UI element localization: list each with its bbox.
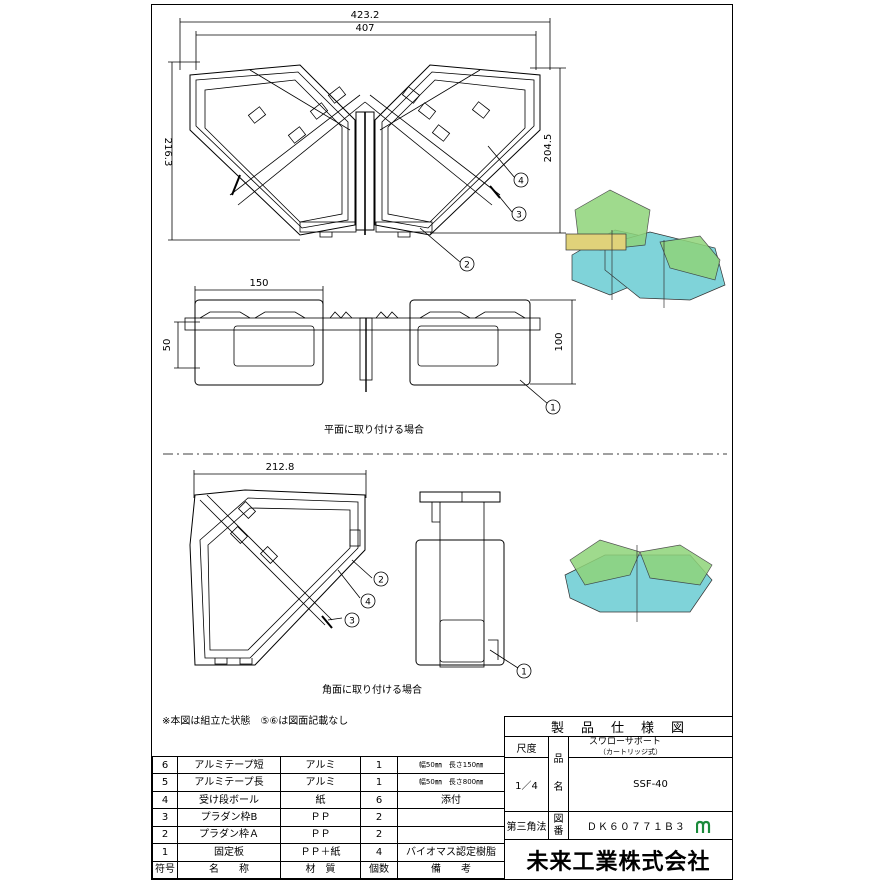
balloon-3-corner: 3: [349, 617, 355, 627]
title-block-title: 製 品 仕 様 図: [503, 716, 734, 737]
bom-cell-name: 固定板: [177, 843, 281, 862]
bom-cell-material: アルミ: [280, 773, 361, 792]
bom-cell-qty: 6: [360, 790, 398, 810]
balloon-4: 4: [518, 177, 524, 187]
bom-cell-remark: 添付: [397, 790, 505, 810]
iso-render-corner: [564, 539, 713, 622]
bom-cell-qty: 2: [360, 825, 398, 845]
bom-cell-remark: 幅50㎜ 長さ150㎜: [397, 755, 505, 775]
bom-cell-qty: 4: [360, 843, 398, 862]
drawing-sheet-border: [151, 4, 733, 880]
balloon-2: 2: [464, 261, 470, 271]
bom-cell-remark: 幅50㎜ 長さ800㎜: [397, 773, 505, 792]
balloon-4-corner: 4: [365, 598, 371, 608]
product-name-cell: スワローサポート （カートリッジ式）: [567, 736, 734, 758]
balloon-2-corner: 2: [378, 576, 384, 586]
bom-cell-material: ＰＰ: [280, 825, 361, 845]
product-name: スワローサポート: [589, 737, 661, 747]
caption-corner: 角面に取り付ける場合: [322, 683, 422, 696]
dim-side-width: 150: [249, 278, 268, 289]
title-block: 製 品 仕 様 図 尺度 品名 スワローサポート （カートリッジ式） 1／4 S…: [503, 716, 734, 880]
product-code: SSF-40: [567, 757, 734, 812]
bom-cell-name: 受け段ボール: [177, 790, 281, 810]
balloon-3: 3: [516, 211, 522, 221]
product-name-label: 品名: [548, 736, 569, 812]
bom-cell-qty: 2: [360, 808, 398, 827]
bom-header-remark: 備 考: [397, 860, 505, 880]
drawing-number: ＤＫ６０７７１Ｂ３: [586, 821, 686, 833]
iso-render-flat: [565, 189, 726, 308]
bom-cell-qty: 1: [360, 773, 398, 792]
dim-left-height: 216.3: [162, 138, 173, 167]
balloon-1: 1: [550, 404, 556, 414]
bom-header-no: 符号: [152, 860, 178, 880]
bom-cell-remark: バイオマス認定樹脂: [397, 843, 505, 862]
bom-cell-remark: [397, 825, 505, 845]
bom-cell-no: 4: [152, 790, 178, 810]
bom-cell-no: 5: [152, 773, 178, 792]
company-logo-icon: [696, 820, 714, 834]
bom-cell-material: 紙: [280, 790, 361, 810]
caption-flat: 平面に取り付ける場合: [324, 423, 424, 436]
corner-top-view-drawing: [189, 470, 373, 666]
dim-top-outer: 423.2: [351, 10, 380, 21]
projection-label: 第三角法: [504, 811, 549, 840]
scale-label: 尺度: [504, 736, 549, 758]
bom-cell-name: プラダン枠B: [177, 808, 281, 827]
bom-cell-qty: 1: [360, 755, 398, 775]
corner-side-view-drawing: [415, 491, 519, 669]
bom-cell-no: 3: [152, 808, 178, 827]
drawing-no-cell: ＤＫ６０７７１Ｂ３: [567, 811, 734, 840]
bom-cell-no: 6: [152, 755, 178, 775]
bom-cell-material: ＰＰ＋紙: [280, 843, 361, 862]
scale-value: 1／4: [504, 757, 549, 812]
bom-cell-no: 2: [152, 825, 178, 845]
bom-header-material: 材 質: [280, 860, 361, 880]
company-name: 未来工業株式会社: [503, 839, 734, 880]
dim-side-height-small: 50: [162, 339, 173, 352]
balloon-1-corner: 1: [521, 668, 527, 678]
top-view-drawing: [168, 18, 566, 263]
dim-right-height: 204.5: [543, 134, 554, 163]
bom-cell-name: アルミテープ短: [177, 755, 281, 775]
bom-cell-no: 1: [152, 843, 178, 862]
assembly-note: ※本図は組立た状態 ⑤⑥は図面記載なし: [162, 714, 348, 727]
dim-top-inner: 407: [355, 23, 374, 34]
dim-corner-width: 212.8: [266, 462, 295, 473]
bom-cell-remark: [397, 808, 505, 827]
dim-side-height-large: 100: [554, 332, 565, 351]
bom-header-row: 符号 名 称 材 質 個数 備 考: [152, 860, 505, 880]
bom-cell-name: プラダン枠Ａ: [177, 825, 281, 845]
side-view-drawing: [174, 286, 576, 405]
bom-header-qty: 個数: [360, 860, 398, 880]
bom-cell-material: アルミ: [280, 755, 361, 775]
bom-header-name: 名 称: [177, 860, 281, 880]
bom-cell-material: ＰＰ: [280, 808, 361, 827]
bom-cell-name: アルミテープ長: [177, 773, 281, 792]
product-sub: （カートリッジ式）: [599, 748, 662, 756]
drawing-no-label: 図番: [548, 811, 569, 840]
